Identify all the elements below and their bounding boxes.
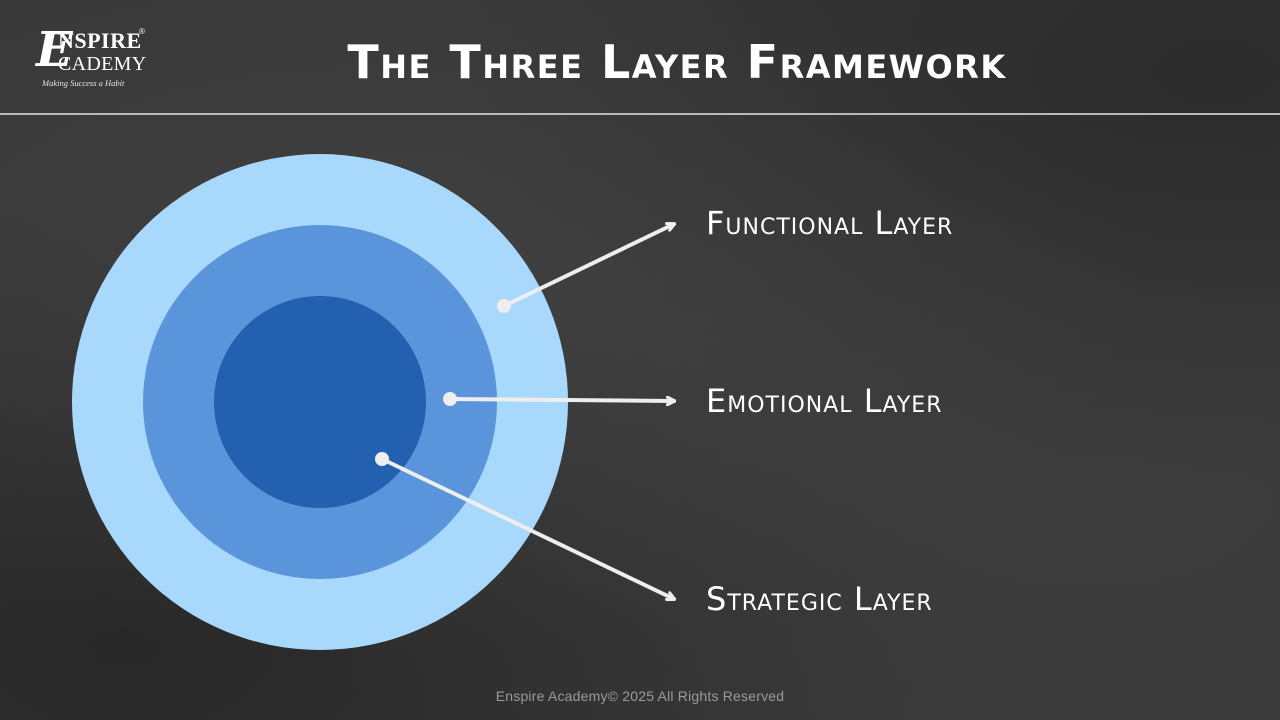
strategic-connector-dot: [375, 452, 389, 466]
slide-title: The Three Layer Framework: [347, 35, 1007, 89]
emotional-layer-label: Emotional Layer: [706, 382, 943, 420]
enspire-academy-logo: E NSPIRE ® CADEMY Making Success a Habit: [36, 22, 154, 90]
strategic-connector-line: [380, 457, 674, 599]
emotional-connector-dot: [443, 392, 457, 406]
inner-layer-circle: [214, 296, 426, 508]
functional-connector-dot: [497, 299, 511, 313]
functional-layer-label: Functional Layer: [706, 204, 954, 242]
logo-tagline: Making Success a Habit: [42, 78, 125, 88]
copyright-footer: Enspire Academy© 2025 All Rights Reserve…: [495, 688, 785, 704]
logo-letter: E: [36, 22, 73, 78]
functional-connector-line: [502, 224, 674, 308]
emotional-connector-line: [448, 399, 674, 401]
logo-text-line1: NSPIRE: [58, 28, 142, 53]
strategic-layer-label: Strategic Layer: [706, 580, 933, 618]
logo-text-line2: CADEMY: [58, 53, 147, 75]
header-divider: [0, 113, 1280, 115]
logo-registered-mark: ®: [139, 27, 145, 36]
